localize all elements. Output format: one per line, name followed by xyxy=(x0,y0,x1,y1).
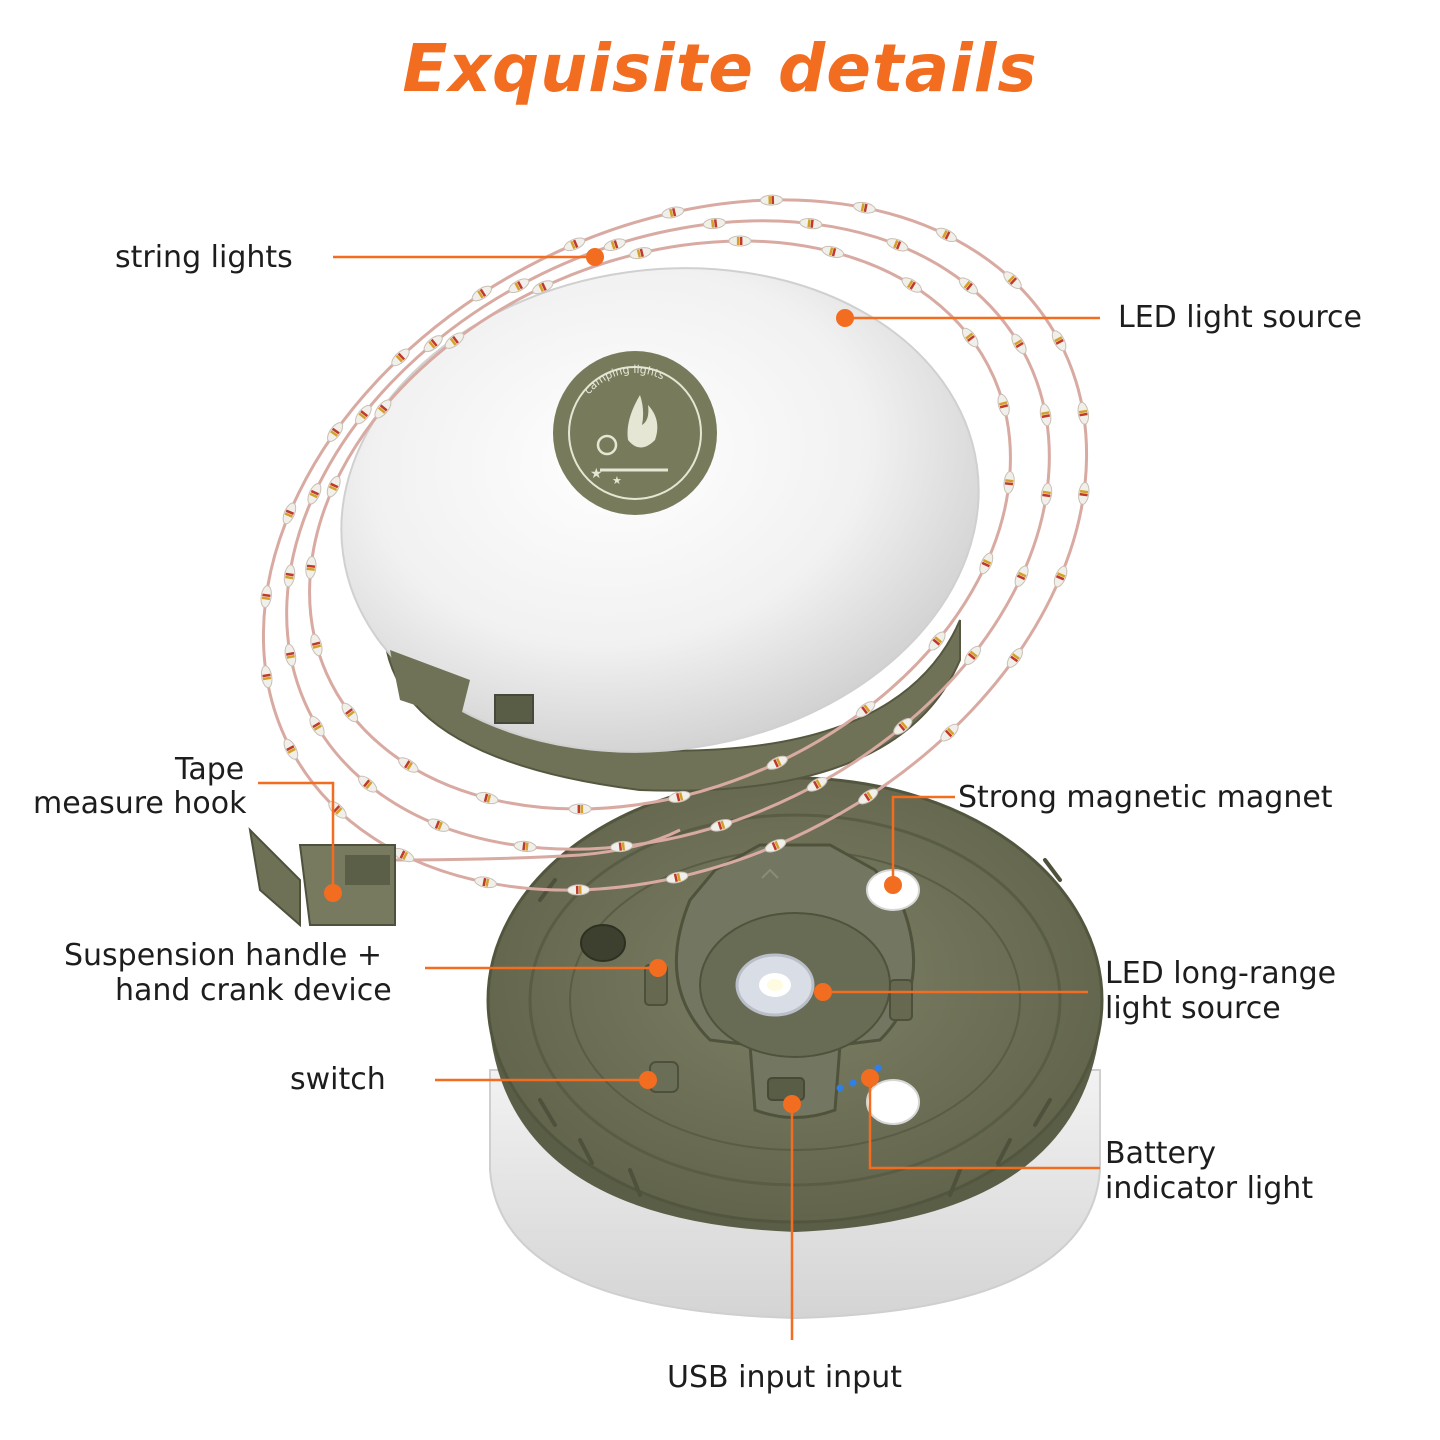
string-light-bead xyxy=(710,818,733,832)
label-suspension-line2: hand crank device xyxy=(115,973,392,1008)
string-light-beads xyxy=(260,194,1090,896)
string-light-bead xyxy=(979,552,994,575)
string-light-bead xyxy=(358,775,378,793)
string-light-bead xyxy=(326,475,341,498)
string-light-bead xyxy=(310,633,323,657)
string-light-bead xyxy=(471,285,493,302)
string-light-bead xyxy=(958,277,978,295)
string-light-bead xyxy=(474,876,497,889)
string-light-bead xyxy=(901,277,922,293)
tape-measure-hook xyxy=(248,827,396,928)
dome-unit: camping lights ★ ★ xyxy=(340,267,980,792)
string-light-bead xyxy=(661,206,685,219)
string-light-bead xyxy=(260,585,272,609)
svg-text:★: ★ xyxy=(612,474,622,487)
label-long-range-line2: light source xyxy=(1105,991,1281,1026)
leader-dots xyxy=(324,248,902,1113)
label-tape-line1: Tape xyxy=(175,752,245,787)
string-light-bead xyxy=(728,235,752,247)
label-battery-line1: Battery xyxy=(1105,1136,1217,1171)
string-light-bead xyxy=(821,245,845,258)
svg-text:★: ★ xyxy=(590,466,603,482)
string-light-bead xyxy=(610,840,634,853)
string-light-bead xyxy=(1006,647,1023,668)
string-light-bead xyxy=(893,717,913,735)
string-light-bead xyxy=(964,645,981,666)
label-led-light-source: LED light source xyxy=(1118,300,1362,335)
string-light-bead xyxy=(1014,565,1029,587)
string-light-bead xyxy=(328,800,347,819)
string-light-bead xyxy=(764,838,787,853)
string-light-bead xyxy=(444,332,465,349)
string-light-bead xyxy=(327,422,344,443)
leader-lines xyxy=(258,255,1100,1340)
string-light-bead xyxy=(283,564,296,588)
label-tape-line2: measure hook xyxy=(33,786,247,821)
label-switch: switch xyxy=(290,1062,386,1097)
label-usb: USB input input xyxy=(667,1360,902,1395)
string-light-bead xyxy=(398,757,419,773)
label-magnet: Strong magnetic magnet xyxy=(958,780,1333,815)
string-light-bead xyxy=(423,335,443,353)
string-light-bead xyxy=(513,840,537,853)
string-light-bead xyxy=(702,217,726,230)
string-light-bead xyxy=(940,723,959,742)
string-light-bead xyxy=(997,393,1010,417)
label-long-range-line1: LED long-range xyxy=(1105,956,1337,991)
string-light-bead xyxy=(307,483,322,505)
string-light-bead xyxy=(1003,471,1015,494)
string-light-bead xyxy=(760,194,783,206)
string-light-bead xyxy=(603,238,626,252)
string-light-bead xyxy=(568,803,592,815)
string-light-bead xyxy=(1003,271,1022,290)
string-light-bead xyxy=(567,884,590,896)
string-light-bead xyxy=(309,715,325,737)
string-light-bead xyxy=(355,404,372,425)
string-light-bead xyxy=(766,755,788,770)
base-unit xyxy=(486,776,1104,1320)
string-light-bead xyxy=(799,217,823,230)
string-light-bead xyxy=(1011,333,1027,355)
string-light-bead xyxy=(935,227,958,243)
string-light-bead xyxy=(284,643,297,667)
string-light-bead xyxy=(563,237,586,252)
string-light-bead xyxy=(857,788,879,805)
string-light-bead xyxy=(806,776,828,792)
string-light-bead xyxy=(427,818,450,832)
string-light-bead xyxy=(629,247,652,260)
string-light-bead xyxy=(1078,481,1090,505)
string-light-bead xyxy=(283,738,299,760)
string-light-bead xyxy=(1040,482,1053,506)
string-light-bead xyxy=(341,702,359,723)
string-light-bead xyxy=(260,665,273,689)
page-title: Exquisite details xyxy=(402,30,1038,107)
string-light-bead xyxy=(1039,403,1052,427)
string-light-bead xyxy=(886,238,909,252)
string-light-bead xyxy=(374,399,392,419)
string-light-bead xyxy=(1077,401,1090,425)
string-light-bead xyxy=(282,502,297,525)
string-light-bead xyxy=(961,327,979,348)
label-suspension-line1: Suspension handle + xyxy=(64,938,382,973)
string-light-bead xyxy=(1053,565,1068,588)
string-light-bead xyxy=(855,701,876,718)
string-light-bead xyxy=(1051,330,1067,352)
string-light-bead xyxy=(668,790,691,803)
string-light-bead xyxy=(853,201,876,214)
string-light-bead xyxy=(928,631,946,651)
string-light-bead xyxy=(532,280,554,295)
string-light-bead xyxy=(508,278,530,294)
label-battery-line2: indicator light xyxy=(1105,1171,1314,1206)
string-light-bead xyxy=(392,847,415,863)
string-light-bead xyxy=(665,871,689,884)
string-light-bead xyxy=(475,792,499,805)
label-string-lights: string lights xyxy=(115,240,293,275)
string-light-bead xyxy=(391,348,410,367)
string-light-bead xyxy=(305,556,317,579)
